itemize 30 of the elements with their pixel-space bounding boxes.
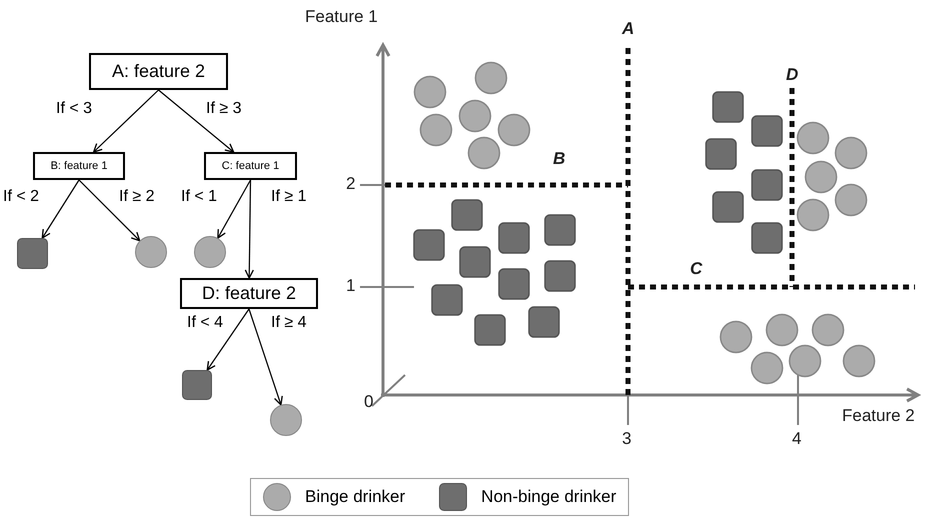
arrow — [42, 180, 80, 239]
axis-title: Feature 1 — [305, 8, 378, 27]
axis-title: Feature 2 — [842, 407, 915, 426]
split-label: D — [786, 66, 798, 85]
leaf-circle — [135, 236, 167, 268]
arrow — [206, 308, 250, 371]
leaf-circle — [270, 404, 302, 436]
arrow — [78, 180, 140, 242]
split-label: B — [553, 150, 566, 169]
decision-box: A: feature 2 — [89, 53, 228, 90]
arrow — [244, 180, 254, 279]
arrow — [93, 90, 159, 153]
arrow — [248, 308, 283, 406]
arrow — [217, 180, 252, 239]
split-label: C — [690, 260, 702, 279]
tick-label: 4 — [792, 430, 802, 449]
decision-box: D: feature 2 — [180, 278, 318, 309]
arrow — [158, 90, 234, 153]
leaf-circle — [194, 236, 226, 268]
decision-box: B: feature 1 — [33, 152, 125, 180]
decision-box: C: feature 1 — [204, 152, 297, 180]
tick-label: 1 — [346, 277, 356, 296]
tick-label: 2 — [346, 175, 356, 194]
split-label: A — [622, 20, 634, 39]
leaf-square — [182, 370, 212, 400]
leaf-square — [17, 238, 48, 269]
tick-label: 0 — [364, 393, 374, 412]
legend-label: Binge drinker — [305, 487, 406, 507]
tick-label: 3 — [622, 430, 632, 449]
legend-label: Non-binge drinker — [481, 487, 616, 507]
